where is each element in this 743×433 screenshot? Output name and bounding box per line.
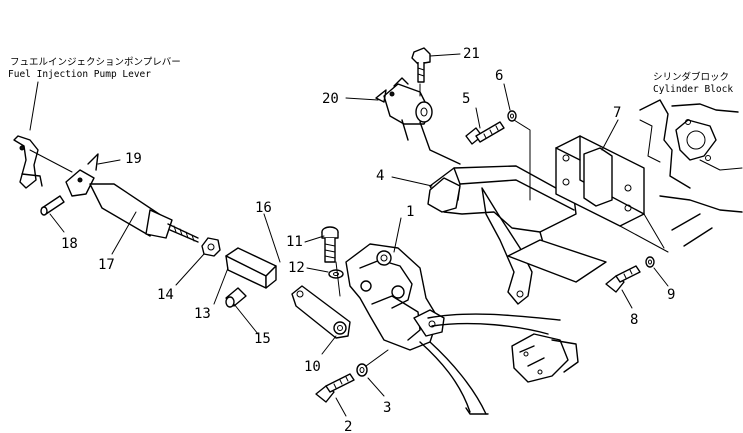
part-17-actuator xyxy=(65,169,199,243)
part-6-washer xyxy=(507,110,517,122)
callout-14: 14 xyxy=(157,287,174,303)
part-11-bolt xyxy=(321,226,339,263)
callout-8: 8 xyxy=(630,312,638,328)
callout-16: 16 xyxy=(255,200,272,216)
caption-cylinder-block-en: Cylinder Block xyxy=(653,84,733,95)
callout-20: 20 xyxy=(322,91,339,107)
callout-5: 5 xyxy=(462,91,470,107)
callout-3: 3 xyxy=(383,400,391,416)
part-12-washer xyxy=(328,269,344,279)
callout-6: 6 xyxy=(495,68,503,84)
caption-pump-lever-jp: フュエルインジェクションポンプレバー xyxy=(10,57,181,68)
part-14-nut xyxy=(201,237,221,257)
callout-9: 9 xyxy=(667,287,675,303)
part-7-mounting-plate xyxy=(555,135,645,227)
callout-11: 11 xyxy=(286,234,303,250)
cylinder-block xyxy=(639,99,743,247)
callout-17: 17 xyxy=(98,257,115,273)
solenoid-20-cable xyxy=(419,121,461,165)
part-18-pin xyxy=(40,195,65,216)
part-2-bolt xyxy=(315,373,355,403)
callout-10: 10 xyxy=(304,359,321,375)
part-10-lever-arm xyxy=(291,285,351,339)
callout-7: 7 xyxy=(613,105,621,121)
wiring-connector xyxy=(511,333,579,383)
part-9-washer xyxy=(645,256,655,268)
leader-lines xyxy=(49,53,669,417)
part-20-solenoid xyxy=(375,77,433,141)
bolt-11-axis xyxy=(335,261,341,297)
callout-1: 1 xyxy=(406,204,414,220)
part-19-clip xyxy=(87,153,99,171)
callout-18: 18 xyxy=(61,236,78,252)
lever-link-line xyxy=(29,149,73,173)
callout-21: 21 xyxy=(463,46,480,62)
callout-4: 4 xyxy=(376,168,384,184)
part-3-washer xyxy=(356,363,368,377)
washer-3-axis xyxy=(365,349,389,367)
part-15-pin xyxy=(225,287,247,308)
part-13-block xyxy=(225,247,277,289)
part-5-bolt xyxy=(465,121,505,145)
caption-pump-lever-en: Fuel Injection Pump Lever xyxy=(8,69,151,80)
washer-6-axis xyxy=(513,119,531,201)
fuel-pump-lever xyxy=(13,81,43,189)
part-21-bolt xyxy=(411,47,431,83)
part-1-switch-assembly xyxy=(345,243,445,351)
bracket-plate xyxy=(507,239,607,283)
callout-numbers: 1 2 3 4 5 6 7 8 9 10 11 12 13 14 15 16 1… xyxy=(61,46,675,433)
callout-2: 2 xyxy=(344,419,352,433)
part-4-bracket xyxy=(427,165,577,305)
block-link-line-2 xyxy=(619,225,669,253)
callout-13: 13 xyxy=(194,306,211,322)
callout-12: 12 xyxy=(288,260,305,276)
block-link-line xyxy=(643,213,665,249)
callout-19: 19 xyxy=(125,151,142,167)
caption-cylinder-block-jp: シリンダブロック xyxy=(653,71,729,83)
wiring-harness xyxy=(419,313,561,415)
callout-15: 15 xyxy=(254,331,271,347)
part-8-bolt xyxy=(605,265,641,293)
